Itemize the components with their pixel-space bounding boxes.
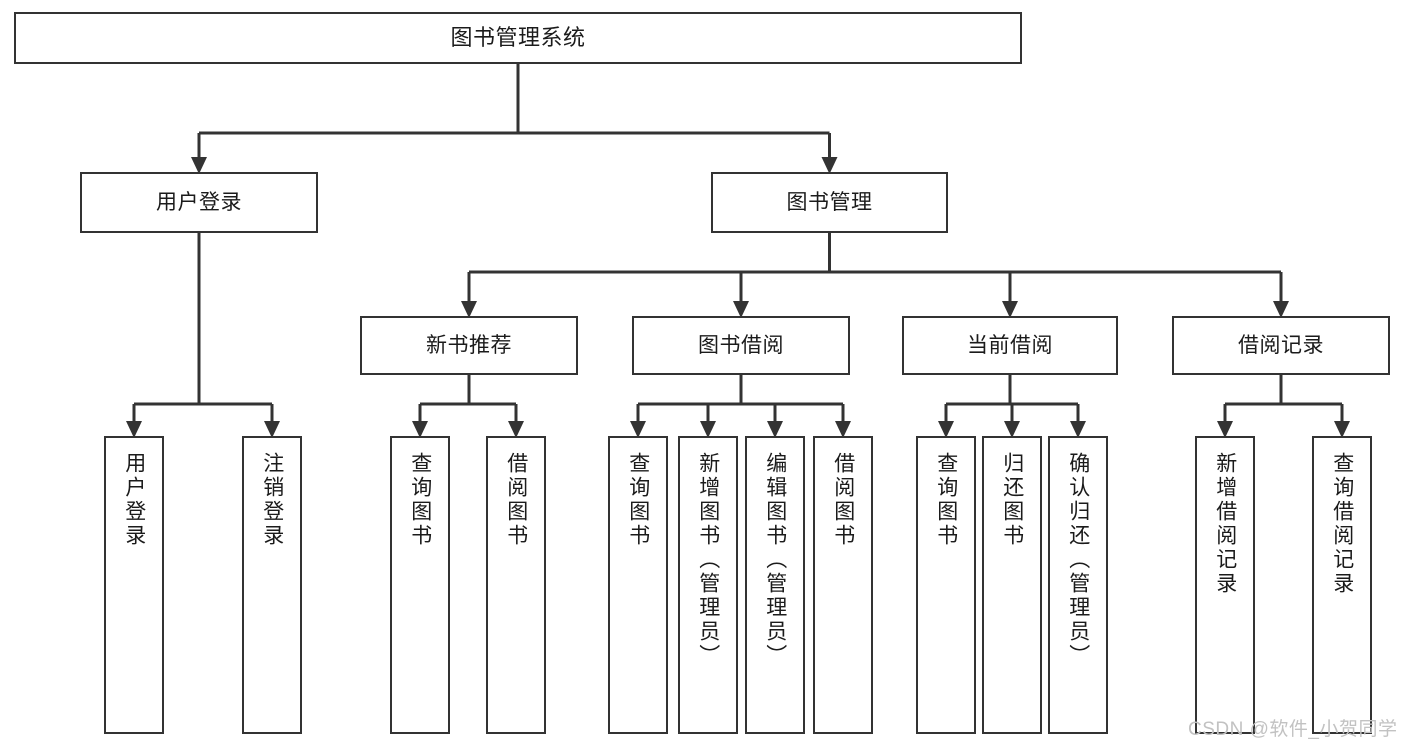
node-label: 借阅图书: [831, 452, 855, 548]
node-records[interactable]: 借阅记录: [1172, 316, 1390, 375]
node-leaf-rec-1[interactable]: 新增借阅记录: [1195, 436, 1255, 734]
node-bookmgmt[interactable]: 图书管理: [711, 172, 948, 233]
node-current[interactable]: 当前借阅: [902, 316, 1118, 375]
node-label: 借阅图书: [504, 452, 528, 548]
node-label: 用户登录: [156, 190, 242, 214]
node-leaf-login-2[interactable]: 注销登录: [242, 436, 302, 734]
node-borrow[interactable]: 图书借阅: [632, 316, 850, 375]
node-label: 查询借阅记录: [1330, 452, 1354, 596]
node-label: 用户登录: [122, 452, 146, 548]
node-label: 归还图书: [1000, 452, 1024, 548]
node-leaf-new-2[interactable]: 借阅图书: [486, 436, 546, 734]
node-label: 新书推荐: [426, 333, 512, 357]
node-leaf-rec-2[interactable]: 查询借阅记录: [1312, 436, 1372, 734]
node-leaf-borrow-4[interactable]: 借阅图书: [813, 436, 873, 734]
node-leaf-cur-1[interactable]: 查询图书: [916, 436, 976, 734]
node-label: 查询图书: [626, 452, 650, 548]
node-leaf-login-1[interactable]: 用户登录: [104, 436, 164, 734]
node-label: 编辑图书（管理员）: [763, 452, 787, 668]
node-newbook[interactable]: 新书推荐: [360, 316, 578, 375]
node-label: 当前借阅: [967, 333, 1053, 357]
node-leaf-borrow-3[interactable]: 编辑图书（管理员）: [745, 436, 805, 734]
node-leaf-cur-3[interactable]: 确认归还（管理员）: [1048, 436, 1108, 734]
node-label: 确认归还（管理员）: [1066, 452, 1090, 668]
node-leaf-cur-2[interactable]: 归还图书: [982, 436, 1042, 734]
node-label: 借阅记录: [1238, 333, 1324, 357]
node-leaf-borrow-1[interactable]: 查询图书: [608, 436, 668, 734]
node-root[interactable]: 图书管理系统: [14, 12, 1022, 64]
node-label: 查询图书: [408, 452, 432, 548]
node-login[interactable]: 用户登录: [80, 172, 318, 233]
node-label: 注销登录: [260, 452, 284, 548]
node-label: 图书管理: [786, 190, 873, 214]
node-label: 图书管理系统: [450, 24, 586, 50]
node-label: 新增图书（管理员）: [696, 452, 720, 668]
node-label: 图书借阅: [698, 333, 784, 357]
node-leaf-new-1[interactable]: 查询图书: [390, 436, 450, 734]
node-label: 新增借阅记录: [1213, 452, 1237, 596]
node-leaf-borrow-2[interactable]: 新增图书（管理员）: [678, 436, 738, 734]
watermark: CSDN @软件_小贺同学: [1188, 719, 1398, 740]
node-label: 查询图书: [934, 452, 958, 548]
